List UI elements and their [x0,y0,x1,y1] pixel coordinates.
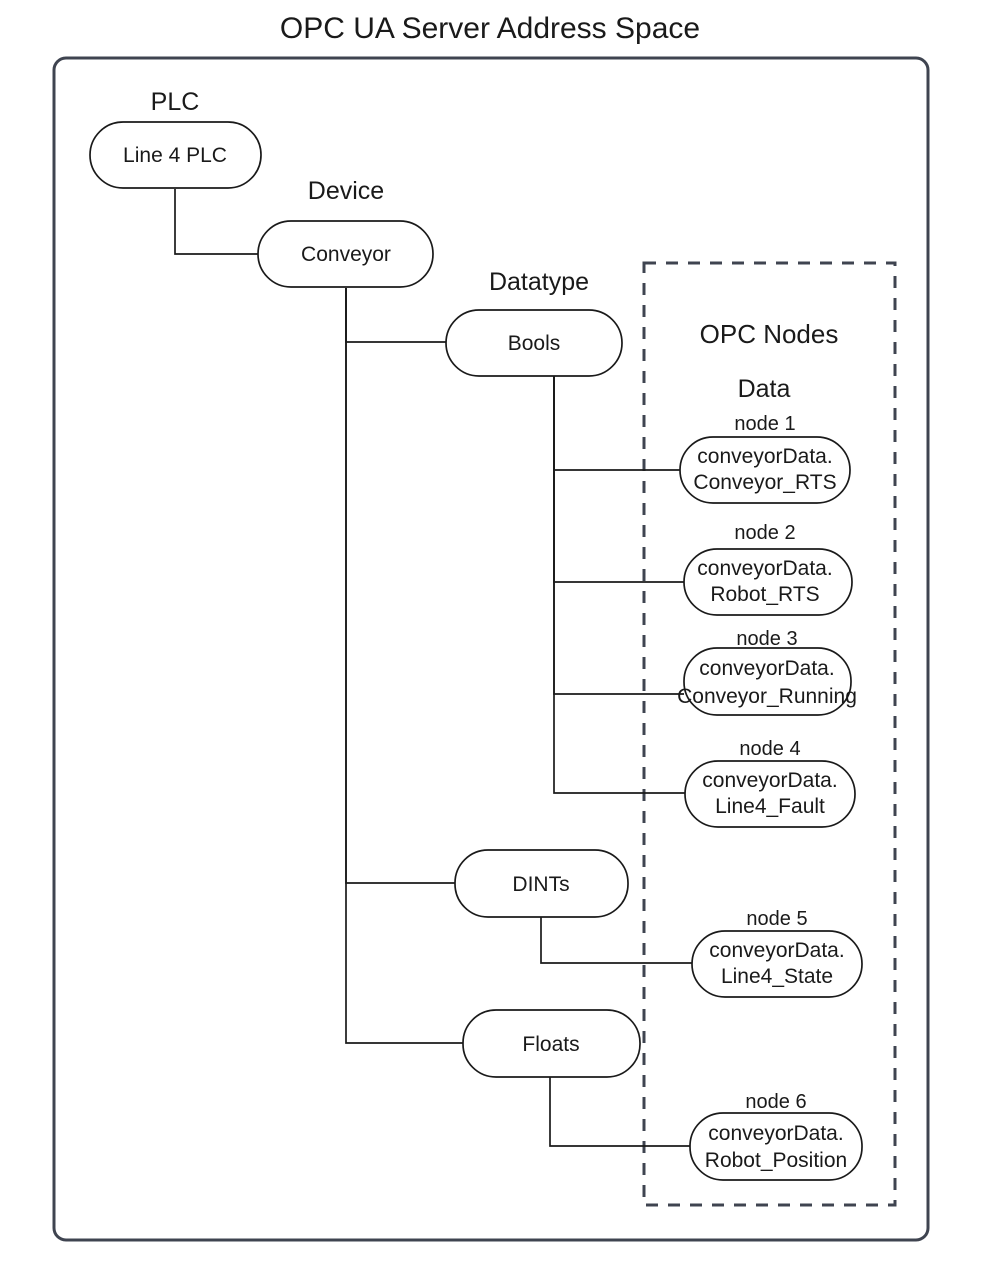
node-device-shape [257,220,434,288]
opc-node-4-shape [684,760,856,828]
opc-node-1[interactable]: node 1 conveyorData. Conveyor_RTS [679,413,851,504]
opc-node-6-line2: Robot_Position [705,1149,847,1172]
opc-node-1-caption: node 1 [734,413,795,435]
opc-node-2-shape [683,548,853,616]
edge-conveyor-to-floats [345,288,463,1044]
node-datatype-bools-label: Bools [508,332,561,355]
opc-node-2-line1: conveyorData. [697,557,832,580]
node-plc-shape [89,121,262,189]
node-device-label: Conveyor [301,243,391,266]
opc-node-1-line2: Conveyor_RTS [693,471,836,494]
opc-node-3-line1: conveyorData. [699,657,834,680]
node-datatype-bools[interactable]: Bools [445,309,623,377]
edge-floats-to-node-6 [549,1077,690,1147]
opc-node-6[interactable]: node 6 conveyorData. Robot_Position [689,1091,863,1181]
edge-bools-to-node-4 [553,376,685,794]
opc-node-2[interactable]: node 2 conveyorData. Robot_RTS [683,522,853,616]
edge-plc-to-conveyor [174,189,258,255]
opc-node-4-caption: node 4 [739,738,800,760]
opc-node-3[interactable]: node 3 conveyorData. Conveyor_Running [677,628,857,716]
opc-node-3-caption: node 3 [736,628,797,650]
opc-node-5-line1: conveyorData. [709,939,844,962]
opc-node-4-line1: conveyorData. [702,769,837,792]
group-label-plc: PLC [151,88,200,116]
opc-node-6-caption: node 6 [745,1091,806,1113]
opc-node-5-shape [691,930,863,998]
node-plc-label: Line 4 PLC [123,144,227,167]
opc-node-5-line2: Line4_State [721,965,833,988]
opc-node-3-line2: Conveyor_Running [677,685,857,708]
opc-node-6-shape [689,1112,863,1181]
opc-node-1-shape [679,436,851,504]
opc-node-5[interactable]: node 5 conveyorData. Line4_State [691,908,863,998]
node-device-conveyor[interactable]: Conveyor [257,220,434,288]
node-datatype-dints[interactable]: DINTs [454,849,629,918]
node-datatype-bools-shape [445,309,623,377]
node-datatype-floats[interactable]: Floats [462,1009,641,1078]
opc-node-6-line1: conveyorData. [708,1122,843,1145]
node-datatype-dints-label: DINTs [512,873,569,896]
node-datatype-floats-shape [462,1009,641,1078]
page-title: OPC UA Server Address Space [280,12,700,45]
opc-node-3-shape [683,647,852,716]
opc-node-4-line2: Line4_Fault [715,795,825,818]
data-section-label: Data [738,375,791,403]
opc-node-5-caption: node 5 [746,908,807,930]
opc-node-2-caption: node 2 [734,522,795,544]
group-label-device: Device [308,177,384,205]
node-plc[interactable]: Line 4 PLC [89,121,262,189]
opc-node-2-line2: Robot_RTS [710,583,819,606]
group-label-datatype: Datatype [489,268,589,296]
opc-node-1-line1: conveyorData. [697,445,832,468]
opc-node-4[interactable]: node 4 conveyorData. Line4_Fault [684,738,856,828]
node-datatype-dints-shape [454,849,629,918]
opc-nodes-title: OPC Nodes [700,319,839,349]
node-datatype-floats-label: Floats [522,1033,579,1056]
opc-nodes-frame [642,261,897,1207]
edge-dints-to-node-5 [540,917,692,964]
